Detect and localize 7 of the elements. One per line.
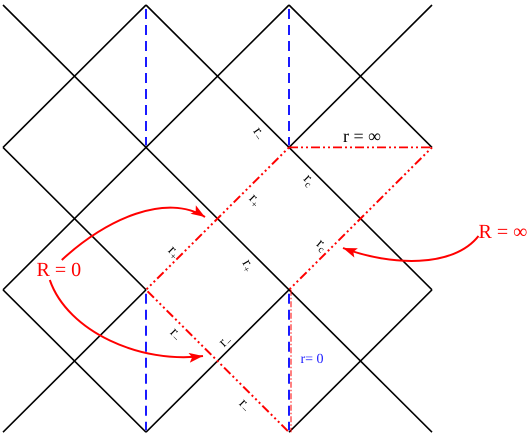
curved-arrow bbox=[48, 280, 204, 362]
annotation-text: R = ∞ bbox=[478, 222, 528, 242]
line-label: r = ∞ bbox=[343, 127, 381, 145]
curved-arrow bbox=[342, 235, 480, 262]
line-label: r= 0 bbox=[300, 353, 324, 367]
curved-arrow bbox=[61, 206, 206, 261]
annotation-text: R = 0 bbox=[36, 260, 82, 280]
